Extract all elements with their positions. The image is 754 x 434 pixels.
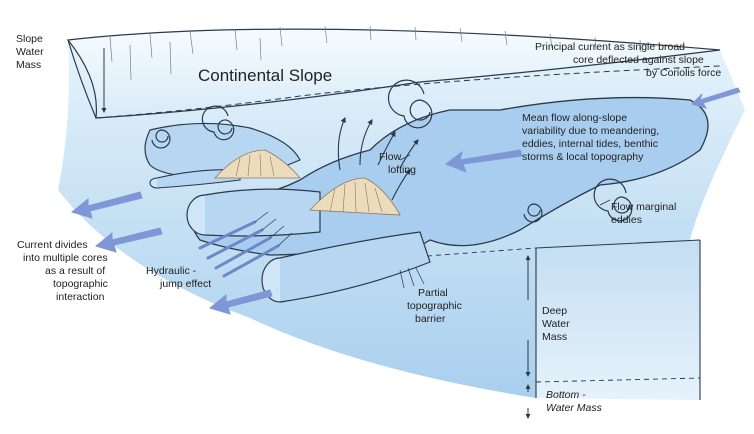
svg-text:Flow marginal: Flow marginal (611, 201, 676, 213)
svg-text:Current divides: Current divides (17, 239, 88, 251)
svg-text:Slope: Slope (16, 33, 43, 45)
svg-text:Partial: Partial (418, 287, 448, 299)
svg-text:by Coriolis force: by Coriolis force (646, 67, 721, 79)
continental-slope-label: Continental Slope (198, 66, 332, 85)
svg-text:Mass: Mass (16, 59, 41, 71)
svg-text:barrier: barrier (415, 313, 446, 325)
svg-text:Mean flow along-slope: Mean flow along-slope (522, 112, 627, 124)
svg-text:as a result of: as a result of (45, 265, 105, 277)
svg-text:Mass: Mass (542, 331, 567, 343)
svg-text:Water Mass: Water Mass (546, 402, 603, 414)
svg-text:core deflected against slope: core deflected against slope (573, 54, 704, 66)
svg-text:storms & local topography: storms & local topography (522, 151, 644, 163)
svg-text:jump effect: jump effect (159, 278, 211, 290)
svg-text:Deep: Deep (542, 305, 567, 317)
svg-text:eddies: eddies (611, 214, 642, 226)
svg-text:Water: Water (16, 46, 44, 58)
svg-text:Hydraulic -: Hydraulic - (146, 265, 197, 277)
svg-text:topographic: topographic (53, 278, 108, 290)
deep-water-mass-label: Deep Water Mass (542, 305, 570, 343)
svg-text:into multiple cores: into multiple cores (23, 252, 108, 264)
current-divides-label: Current divides into multiple cores as a… (17, 239, 108, 303)
svg-text:Bottom -: Bottom - (546, 389, 586, 401)
svg-text:eddies, internal tides, benthi: eddies, internal tides, benthic (522, 138, 658, 150)
svg-text:Principal current as single br: Principal current as single broad (535, 41, 685, 53)
slope-water-mass-label: Slope Water Mass (16, 33, 44, 71)
svg-text:Water: Water (542, 318, 570, 330)
svg-text:interaction: interaction (56, 291, 105, 303)
svg-text:lofting: lofting (388, 164, 416, 176)
svg-text:topographic: topographic (407, 300, 462, 312)
svg-text:Flow: Flow (379, 151, 402, 163)
svg-text:variability due to meandering,: variability due to meandering, (522, 125, 659, 137)
